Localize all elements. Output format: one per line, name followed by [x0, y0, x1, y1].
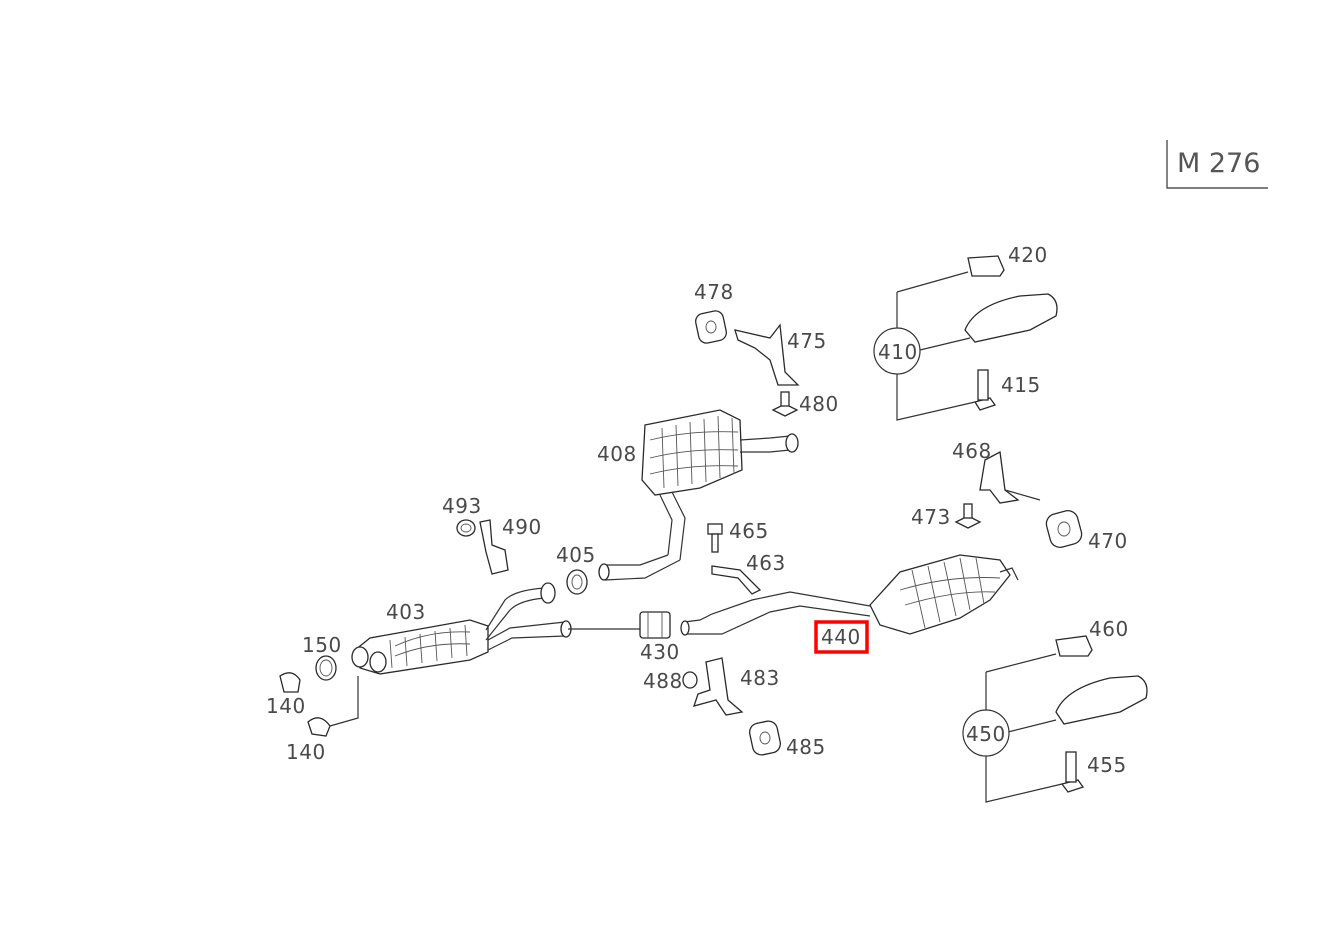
label-140a[interactable]: 140	[266, 694, 306, 718]
label-415[interactable]: 415	[1001, 373, 1041, 397]
label-485[interactable]: 485	[786, 735, 826, 759]
label-403[interactable]: 403	[386, 600, 426, 624]
label-490[interactable]: 490	[502, 515, 542, 539]
label-460[interactable]: 460	[1089, 617, 1129, 641]
label-420[interactable]: 420	[1008, 243, 1048, 267]
label-140b[interactable]: 140	[286, 740, 326, 764]
label-478[interactable]: 478	[694, 280, 734, 304]
label-488[interactable]: 488	[643, 669, 683, 693]
label-475[interactable]: 475	[787, 329, 827, 353]
rubber-mount-470[interactable]	[1044, 508, 1084, 549]
clamp-150[interactable]	[315, 655, 337, 681]
clamp-140-upper[interactable]	[279, 672, 301, 693]
label-465[interactable]: 465	[729, 519, 769, 543]
label-455[interactable]: 455	[1087, 753, 1127, 777]
part-labels: 140 140 150 403 405 408 410 415 420 430 …	[266, 243, 1129, 777]
label-440[interactable]: 440	[821, 625, 861, 649]
tailpipe-callout-410[interactable]	[873, 255, 1058, 421]
label-450[interactable]: 450	[966, 722, 1006, 746]
tailpipe-callout-450[interactable]	[962, 635, 1148, 803]
rubber-ring-493[interactable]	[456, 519, 476, 537]
label-408[interactable]: 408	[597, 442, 637, 466]
rear-silencer[interactable]	[869, 554, 1019, 635]
label-470[interactable]: 470	[1088, 529, 1128, 553]
rear-pipe-440[interactable]	[680, 591, 871, 636]
label-410[interactable]: 410	[878, 340, 918, 364]
label-468[interactable]: 468	[952, 439, 992, 463]
label-480[interactable]: 480	[799, 392, 839, 416]
bracket-483[interactable]	[692, 657, 744, 716]
label-483[interactable]: 483	[740, 666, 780, 690]
rubber-mount-478[interactable]	[694, 309, 728, 344]
label-463[interactable]: 463	[746, 551, 786, 575]
bracket-468[interactable]	[979, 450, 1041, 504]
bracket-490[interactable]	[479, 519, 509, 575]
nut-488[interactable]	[682, 671, 698, 689]
clamp-430[interactable]	[639, 611, 671, 639]
label-430[interactable]: 430	[640, 640, 680, 664]
label-150[interactable]: 150	[302, 633, 342, 657]
seal-405[interactable]	[566, 569, 588, 595]
highlight-box	[814, 620, 869, 654]
label-473[interactable]: 473	[911, 505, 951, 529]
label-493[interactable]: 493	[442, 494, 482, 518]
engine-code-box: M 276	[1166, 140, 1268, 189]
bolt-465[interactable]	[707, 523, 723, 553]
bolt-480[interactable]	[771, 391, 799, 417]
engine-code: M 276	[1177, 148, 1260, 179]
bolt-473[interactable]	[954, 503, 982, 529]
catalytic-converter-403[interactable]	[351, 582, 640, 675]
front-silencer-408[interactable]	[598, 409, 799, 581]
bracket-475[interactable]	[734, 323, 800, 386]
label-405[interactable]: 405	[556, 543, 596, 567]
rubber-mount-485[interactable]	[748, 719, 782, 756]
bracket-463[interactable]	[711, 565, 762, 595]
clamp-140-lower[interactable]	[307, 676, 359, 737]
